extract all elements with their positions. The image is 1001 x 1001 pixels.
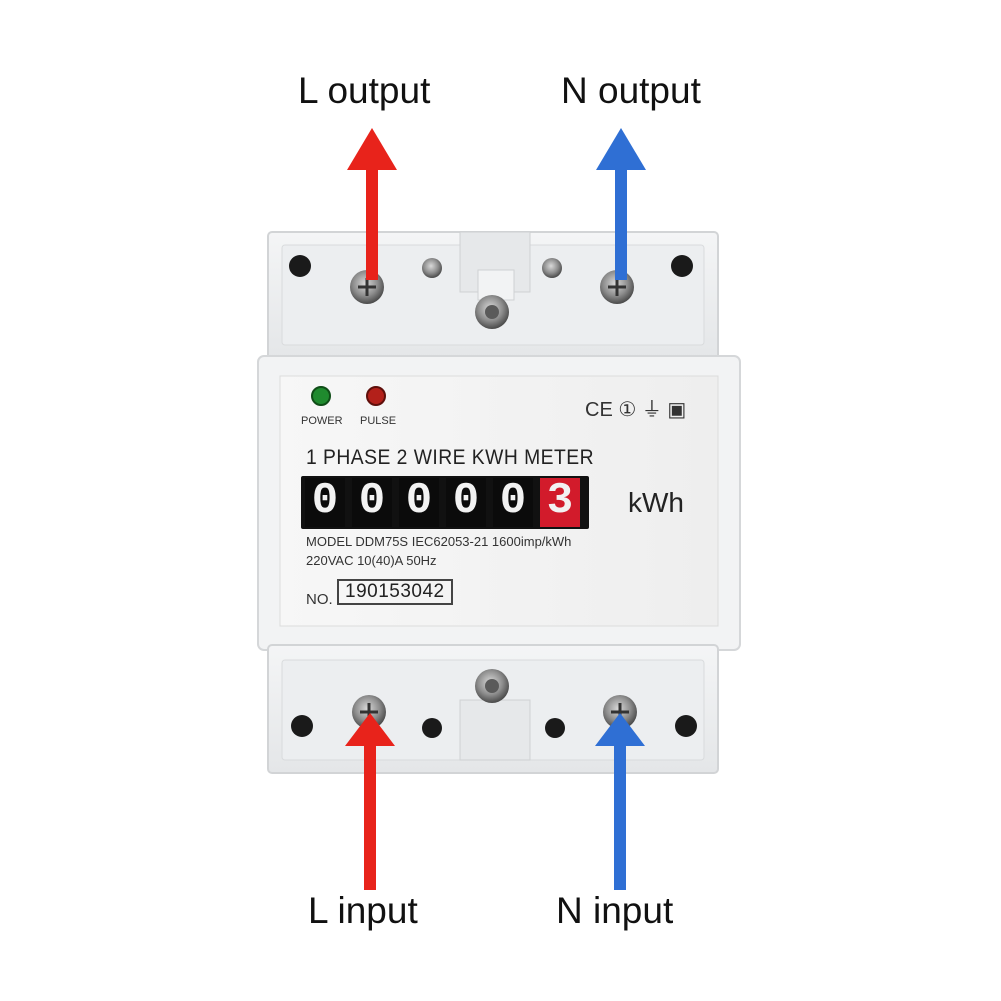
serial-label: NO. — [306, 591, 333, 608]
unit-label: kWh — [628, 487, 684, 518]
n-input-label: N input — [556, 890, 674, 931]
certification-marks: CE ① ⏚ ▣ — [585, 399, 687, 421]
counter-digit-2: 0 — [352, 478, 392, 527]
counter-digit-5: 0 — [493, 478, 533, 527]
power-led-label: POWER — [301, 415, 343, 427]
counter-digit-4: 0 — [446, 478, 486, 527]
counter-digit-3: 0 — [399, 478, 439, 527]
serial-number: 190153042 — [337, 579, 453, 605]
n-output-label: N output — [561, 70, 701, 111]
n-output-arrow — [596, 128, 646, 280]
n-input-arrow — [595, 713, 645, 890]
pulse-led — [366, 386, 386, 406]
l-output-label: L output — [298, 70, 431, 111]
meter-title: 1 PHASE 2 WIRE KWH METER — [306, 446, 595, 469]
bottom-terminal-block — [267, 644, 719, 774]
top-terminal-block — [267, 231, 719, 361]
rating-line: 220VAC 10(40)A 50Hz — [306, 553, 437, 568]
l-input-arrow — [345, 713, 395, 890]
counter-digit-1: 0 — [305, 478, 345, 527]
l-output-arrow — [347, 128, 397, 280]
power-led — [311, 386, 331, 406]
l-input-label: L input — [308, 890, 418, 931]
pulse-led-label: PULSE — [360, 415, 397, 427]
model-line: MODEL DDM75S IEC62053-21 1600imp/kWh — [306, 534, 572, 549]
counter-digit-6: 3 — [540, 478, 580, 527]
